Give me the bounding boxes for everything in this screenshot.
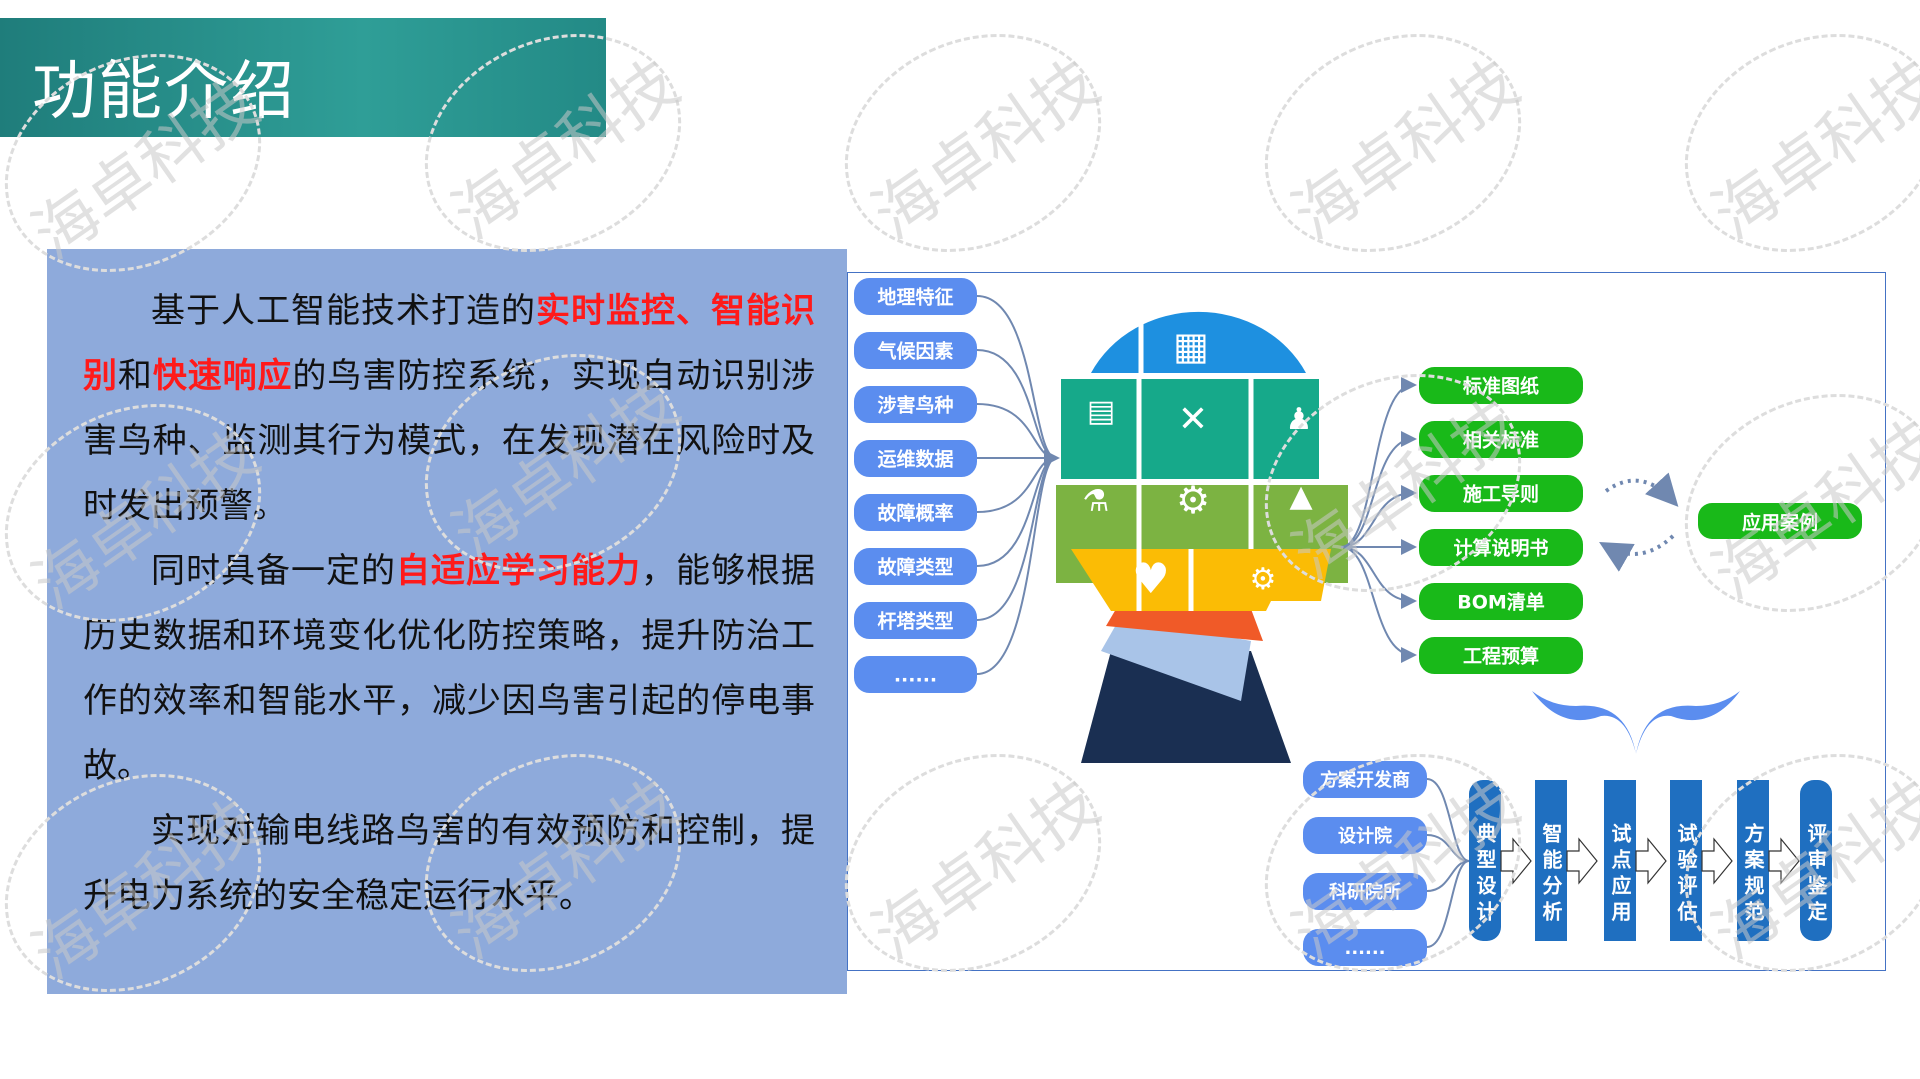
highlight-text: 实时监控、智能识别: [83, 291, 815, 396]
participant-pill: 科研院所: [1303, 873, 1427, 910]
output-pill-label: 标准图纸: [1463, 374, 1539, 397]
process-step-label: 方案规范: [1741, 823, 1765, 927]
arrow-right-icon: [1500, 837, 1532, 885]
participant-pill-label: ......: [1344, 938, 1385, 959]
gears-icon: ⚙: [1250, 562, 1277, 597]
output-pill-label: 工程预算: [1463, 644, 1539, 667]
process-step-label: 评审鉴定: [1804, 823, 1828, 927]
merge-arrows-icon: [1532, 691, 1740, 754]
page-title: 功能介绍: [32, 55, 296, 129]
flask-icon: ⚗: [1083, 484, 1110, 519]
watermark: 海卓科技: [1228, 0, 1558, 293]
arrow-right-icon: [1566, 837, 1598, 885]
highlight-text: 快速响应: [152, 356, 293, 396]
input-pill: 故障类型: [854, 548, 977, 585]
output-pill-label: 计算说明书: [1453, 536, 1548, 559]
input-pill: ......: [854, 656, 977, 693]
input-pill-label: 运维数据: [877, 447, 953, 470]
watermark-text: 海卓科技: [1280, 46, 1533, 254]
participant-pill-label: 设计院: [1338, 825, 1392, 847]
paragraph-1: 基于人工智能技术打造的实时监控、智能识别和快速响应的鸟害防控系统，实现自动识别涉…: [83, 279, 815, 539]
application-label: 应用案例: [1742, 511, 1818, 534]
process-step-label: 智能分析: [1539, 823, 1563, 927]
output-pill: 施工导则: [1419, 475, 1583, 512]
input-pill: 地理特征: [854, 278, 977, 315]
process-step: [1535, 780, 1567, 941]
text: 同时具备一定的: [151, 551, 396, 591]
head-illustration: ▦ ▤ ✕ ♟ ⚗ ⚙ ▲ ♥ ⚙: [1056, 311, 1348, 763]
paragraph-3: 实现对输电线路鸟害的有效预防和控制，提升电力系统的安全稳定运行水平。: [83, 811, 815, 916]
process-step: [1670, 780, 1702, 941]
diagram-canvas: ▦ ▤ ✕ ♟ ⚗ ⚙ ▲ ♥ ⚙ 地理特征气候因素涉害鸟种运维数据故障概率故障…: [854, 278, 1862, 966]
watermark: 海卓科技: [808, 0, 1138, 293]
process-step: [1800, 780, 1832, 941]
process-step-label: 试点应用: [1608, 823, 1632, 927]
certificate-icon: ▤: [1087, 394, 1115, 429]
text: 的鸟害防控系统，实现自动识别涉害鸟种、监测其行为模式，在发现潜在风险时及时发出预…: [83, 356, 816, 526]
participant-pill: ......: [1303, 929, 1427, 966]
participant-pill: 设计院: [1303, 817, 1427, 854]
arrow-right-icon: [1635, 837, 1667, 885]
calculator-icon: ▦: [1173, 324, 1209, 368]
paragraph-2: 同时具备一定的自适应学习能力，能够根据历史数据和环境变化优化防控策略，提升防治工…: [83, 539, 815, 799]
process-step: [1737, 780, 1769, 941]
watermark-text: 海卓科技: [1700, 46, 1920, 254]
process-step-label: 试验评估: [1674, 823, 1698, 927]
input-pill-label: 故障类型: [877, 555, 953, 578]
tools-icon: ✕: [1178, 399, 1208, 440]
cycle-arrow-icon: [1604, 472, 1679, 507]
input-pill: 故障概率: [854, 494, 977, 531]
reader-icon: ♟: [1286, 402, 1313, 437]
input-pill-label: 涉害鸟种: [877, 393, 953, 416]
watermark: 海卓科技: [1648, 0, 1920, 293]
arrow-right-icon: [1768, 837, 1800, 885]
input-pill: 杆塔类型: [854, 602, 977, 639]
participant-pill-label: 科研院所: [1329, 881, 1401, 903]
arrow-right-icon: [1701, 837, 1733, 885]
heart-icon: ♥: [1132, 554, 1170, 603]
process-step: [1469, 780, 1501, 941]
title-bar: 功能介绍: [0, 18, 606, 137]
description-panel: 基于人工智能技术打造的实时监控、智能识别和快速响应的鸟害防控系统，实现自动识别涉…: [47, 249, 847, 994]
output-pill: 计算说明书: [1419, 529, 1583, 566]
output-pill-label: 施工导则: [1463, 482, 1539, 505]
input-pill-label: 故障概率: [877, 501, 953, 524]
input-pill: 运维数据: [854, 440, 977, 477]
output-pill: 工程预算: [1419, 637, 1583, 674]
cycle-arrow-icon: [1599, 534, 1675, 572]
participant-pill: 方案开发商: [1303, 761, 1427, 798]
input-pill-label: 地理特征: [877, 285, 953, 308]
output-pill: BOM清单: [1419, 583, 1583, 620]
input-pill-label: 杆塔类型: [877, 609, 953, 632]
text: 基于人工智能技术打造的: [151, 291, 536, 331]
watermark-text: 海卓科技: [860, 46, 1113, 254]
application-pill: 应用案例: [1698, 503, 1862, 539]
output-pill-label: 相关标准: [1463, 428, 1539, 451]
gear-icon: ⚙: [1176, 478, 1210, 522]
text: 和: [117, 356, 153, 396]
input-pill: 涉害鸟种: [854, 386, 977, 423]
system-diagram: ▦ ▤ ✕ ♟ ⚗ ⚙ ▲ ♥ ⚙ 地理特征气候因素涉害鸟种运维数据故障概率故障…: [847, 272, 1886, 971]
output-pill: 标准图纸: [1419, 367, 1583, 404]
landscape-icon: ▲: [1289, 479, 1312, 514]
participant-pill-label: 方案开发商: [1320, 769, 1410, 791]
input-pill-label: ......: [894, 664, 937, 686]
process-step: [1604, 780, 1636, 941]
input-pill: 气候因素: [854, 332, 977, 369]
highlight-text: 自适应学习能力: [396, 551, 641, 591]
process-step-label: 典型设计: [1473, 823, 1497, 927]
text: ，能够根据历史数据和环境变化优化防控策略，提升防治工作的效率和智能水平，减少因鸟…: [83, 551, 815, 786]
output-pill: 相关标准: [1419, 421, 1583, 458]
input-pill-label: 气候因素: [876, 339, 953, 362]
output-pill-label: BOM清单: [1457, 590, 1545, 613]
